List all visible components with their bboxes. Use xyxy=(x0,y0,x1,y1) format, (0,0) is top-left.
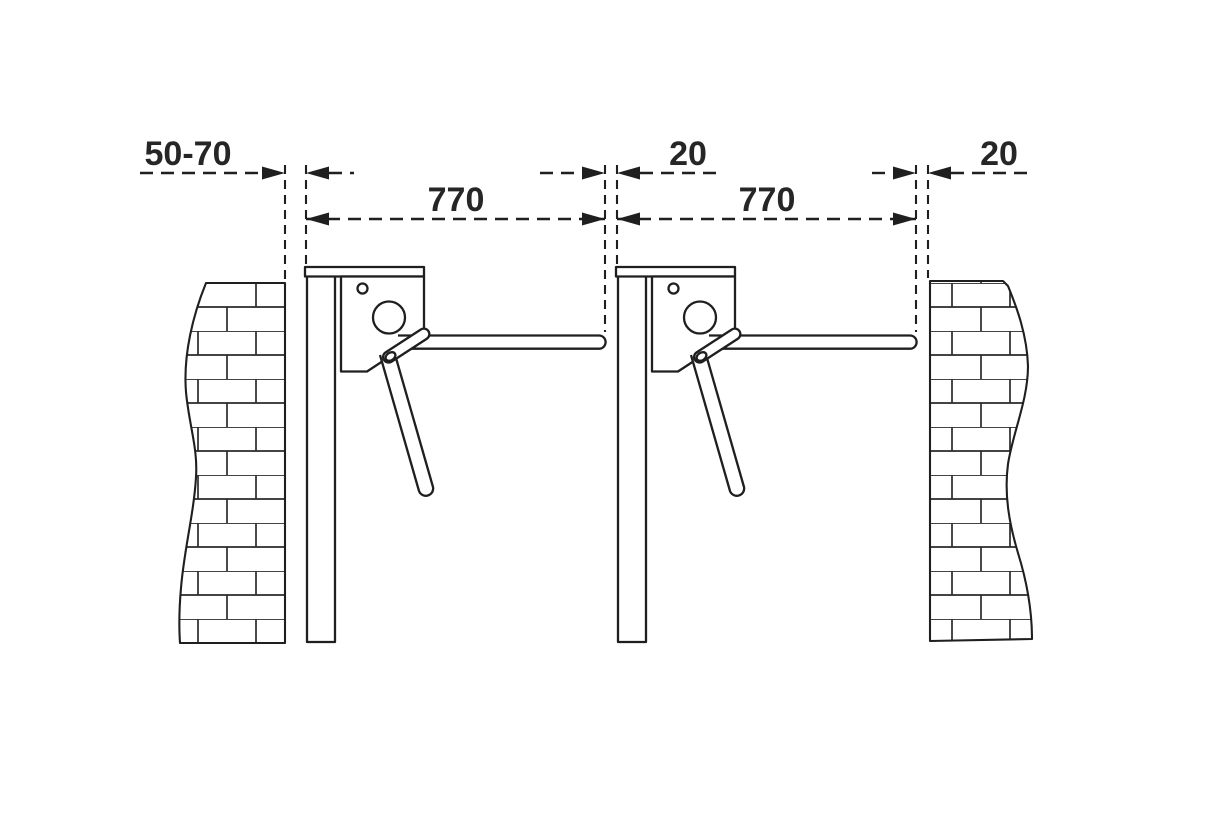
left-brick-wall xyxy=(178,281,287,645)
dimension-lane-left: 770 xyxy=(306,181,605,226)
turnstile-arm-horizontal xyxy=(398,334,607,350)
arrowhead-right-icon xyxy=(893,166,916,180)
turnstile-right xyxy=(614,265,918,644)
extension-lines xyxy=(283,165,930,332)
turnstile-screw-icon xyxy=(667,282,680,295)
arrowhead-left-icon xyxy=(617,166,640,180)
turnstile-left xyxy=(303,265,607,644)
dimension-wall-side-gap: 20 xyxy=(872,135,1028,180)
dimension-label-wall-gap: 50-70 xyxy=(145,135,232,173)
turnstile-arm-down xyxy=(689,350,746,497)
right-brick-wall xyxy=(928,279,1034,643)
dimension-wall-gap: 50-70 xyxy=(140,135,354,180)
arrowhead-right-icon xyxy=(582,166,605,180)
turnstile-top-cap xyxy=(303,265,426,278)
turnstile-arm-down xyxy=(378,350,435,497)
turnstile-arm-front-cap xyxy=(695,351,708,362)
turnstile-arm-front-cap xyxy=(384,351,397,362)
arrowhead-left-icon xyxy=(306,212,329,226)
arrowhead-right-icon xyxy=(262,166,285,180)
turnstile-post xyxy=(616,274,648,644)
dimension-label-wall-side-gap: 20 xyxy=(980,135,1018,173)
turnstile-post xyxy=(305,274,337,644)
turnstile-screw-icon xyxy=(356,282,369,295)
arrowhead-right-icon xyxy=(893,212,916,226)
dimension-center-gap: 20 xyxy=(540,135,716,180)
dimension-label-lane-right: 770 xyxy=(739,181,796,219)
arrowhead-left-icon xyxy=(928,166,951,180)
dimension-label-lane-left: 770 xyxy=(428,181,485,219)
arrowhead-right-icon xyxy=(582,212,605,226)
turnstile-arm-horizontal xyxy=(709,334,918,350)
turnstile-logo-circle xyxy=(371,300,407,335)
turnstile-logo-circle xyxy=(682,300,718,335)
arrowhead-left-icon xyxy=(306,166,329,180)
dimension-lane-right: 770 xyxy=(617,181,916,226)
turnstile-top-cap xyxy=(614,265,737,278)
arrowhead-left-icon xyxy=(617,212,640,226)
dimension-label-center-gap: 20 xyxy=(669,135,707,173)
